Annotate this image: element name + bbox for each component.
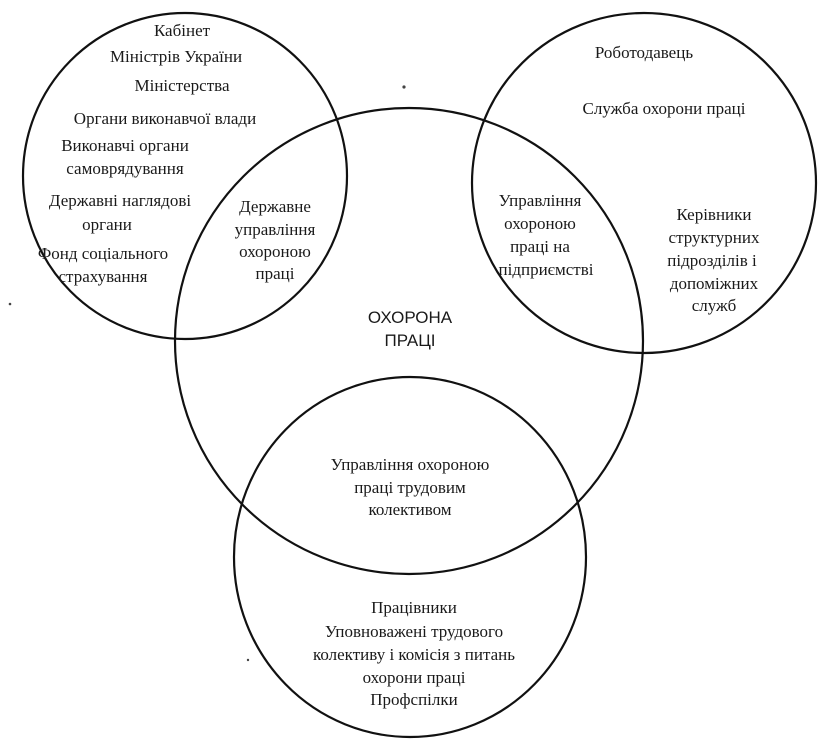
left-line-5: самоврядування <box>66 159 184 178</box>
state-line-1: управління <box>235 220 316 239</box>
enterprise-line-3: підприємстві <box>499 260 594 279</box>
bottom-line-2: колективу і комісія з питань <box>313 645 515 664</box>
managers-line-3: допоміжних <box>670 274 759 293</box>
collective-line-2: колективом <box>368 500 451 519</box>
left-circle-text: Кабінет Міністрів України Міністерства О… <box>38 21 256 286</box>
left-line-4: Виконавчі органи <box>61 136 189 155</box>
right-circle-text: Роботодавець Служба охорони праці Керівн… <box>583 43 760 315</box>
scan-specks <box>8 85 406 662</box>
center-text: ОХОРОНА ПРАЦІ <box>368 308 453 350</box>
managers-line-4: служб <box>692 296 736 315</box>
left-circle-state <box>21 11 349 341</box>
intersection-enterprise-management: Управління охороною праці на підприємств… <box>499 191 594 279</box>
intersection-state-management: Державне управління охороною праці <box>235 197 316 283</box>
intersection-collective-management: Управління охороною праці трудовим колек… <box>331 455 490 519</box>
bottom-line-4: Профспілки <box>370 690 458 709</box>
managers-line-1: структурних <box>669 228 760 247</box>
state-line-2: охороною <box>239 242 311 261</box>
enterprise-line-2: праці на <box>510 237 570 256</box>
bottom-circle-collective <box>232 375 588 739</box>
bottom-circle-text: Працівники Уповноважені трудового колект… <box>313 598 515 709</box>
right-circle-enterprise <box>470 11 818 355</box>
center-circle-labor-protection <box>173 106 645 576</box>
left-line-2: Міністерства <box>134 76 229 95</box>
safety-service-label: Служба охорони праці <box>583 99 746 118</box>
state-line-0: Державне <box>239 197 311 216</box>
left-line-9: страхування <box>59 267 148 286</box>
center-line-1: ПРАЦІ <box>384 331 435 350</box>
enterprise-line-1: охороною <box>504 214 576 233</box>
collective-line-1: праці трудовим <box>354 478 466 497</box>
state-line-3: праці <box>256 264 295 283</box>
enterprise-line-0: Управління <box>499 191 582 210</box>
left-line-6: Державні наглядові <box>49 191 191 210</box>
managers-line-2: підрозділів і <box>667 251 757 270</box>
left-line-7: органи <box>82 215 132 234</box>
left-line-8: Фонд соціального <box>38 244 168 263</box>
collective-line-0: Управління охороною <box>331 455 490 474</box>
bottom-line-1: Уповноважені трудового <box>325 622 503 641</box>
left-line-3: Органи виконавчої влади <box>74 109 256 128</box>
bottom-line-3: охорони праці <box>363 668 466 687</box>
center-line-0: ОХОРОНА <box>368 308 453 327</box>
managers-line-0: Керівники <box>676 205 751 224</box>
speck-1 <box>402 85 406 89</box>
employer-label: Роботодавець <box>595 43 693 62</box>
speck-2 <box>8 302 12 306</box>
left-line-0: Кабінет <box>154 21 211 40</box>
left-line-1: Міністрів України <box>110 47 242 66</box>
bottom-line-0: Працівники <box>371 598 457 617</box>
speck-3 <box>246 658 250 662</box>
